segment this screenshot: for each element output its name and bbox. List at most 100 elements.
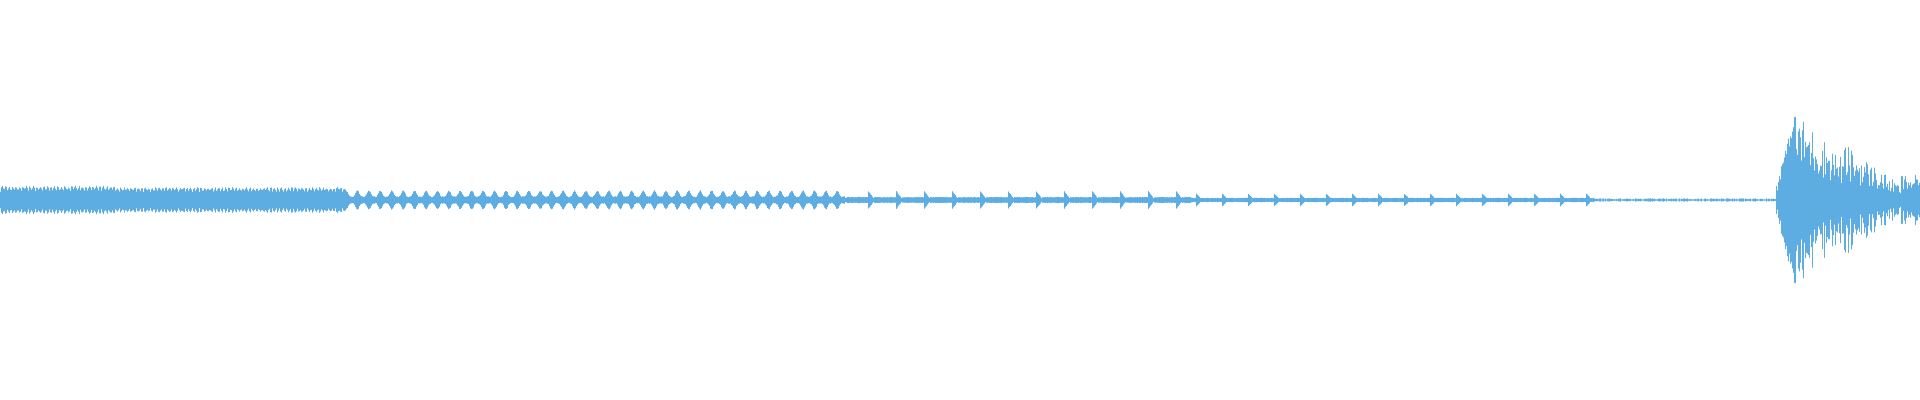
waveform-sample: [746, 191, 747, 209]
waveform-sample: [1462, 198, 1463, 202]
waveform-sample: [666, 191, 667, 209]
waveform-sample: [152, 188, 153, 212]
waveform-sample: [840, 195, 841, 205]
waveform-sample: [897, 192, 898, 208]
waveform-sample: [1517, 197, 1518, 203]
waveform-sample: [201, 188, 202, 212]
waveform-sample: [1037, 192, 1038, 208]
waveform-sample: [301, 188, 302, 212]
waveform-sample: [82, 187, 83, 213]
waveform-sample: [1566, 198, 1567, 202]
waveform-sample: [85, 187, 86, 213]
waveform-sample: [748, 194, 749, 206]
waveform-sample: [1546, 198, 1547, 202]
waveform-sample: [1801, 160, 1802, 240]
waveform-sample: [1210, 198, 1211, 202]
waveform-sample: [1033, 197, 1034, 203]
waveform-sample: [1734, 198, 1735, 202]
waveform-sample: [197, 187, 198, 213]
waveform-sample: [1712, 198, 1713, 202]
waveform-sample: [1803, 121, 1804, 279]
waveform-sample: [606, 194, 607, 206]
waveform-sample: [317, 189, 318, 211]
waveform-sample: [1153, 198, 1154, 202]
waveform-sample: [394, 194, 395, 206]
waveform-sample: [1334, 198, 1335, 202]
waveform-sample: [1173, 197, 1174, 203]
waveform-sample: [239, 188, 240, 212]
waveform-sample: [1776, 186, 1777, 214]
waveform-sample: [564, 192, 565, 208]
waveform-sample: [745, 190, 746, 210]
waveform-sample: [464, 196, 465, 204]
waveform-sample: [1280, 198, 1281, 202]
waveform-sample: [1211, 198, 1212, 202]
waveform-sample: [188, 190, 189, 210]
waveform-sample: [1053, 197, 1054, 203]
waveform-sample: [49, 190, 50, 210]
waveform-sample: [309, 187, 310, 213]
waveform-sample: [1029, 197, 1030, 203]
waveform-sample: [614, 196, 615, 204]
waveform-sample: [1751, 199, 1752, 201]
waveform-sample: [730, 196, 731, 204]
waveform-sample: [991, 197, 992, 203]
waveform-sample: [1822, 150, 1823, 250]
waveform-sample: [1306, 198, 1307, 202]
waveform-sample: [352, 196, 353, 204]
waveform-sample: [1235, 198, 1236, 202]
waveform-sample: [240, 189, 241, 211]
waveform-sample: [295, 187, 296, 213]
waveform-sample: [434, 195, 435, 205]
waveform-sample: [1508, 193, 1509, 207]
waveform-sample: [485, 194, 486, 206]
waveform-sample: [443, 196, 444, 204]
waveform-sample: [1410, 197, 1411, 203]
waveform-sample: [60, 189, 61, 211]
waveform-sample: [344, 188, 345, 212]
waveform-sample: [863, 197, 864, 203]
waveform-sample: [1051, 197, 1052, 203]
waveform-sample: [228, 187, 229, 213]
waveform-sample: [1039, 195, 1040, 205]
waveform-sample: [1119, 197, 1120, 203]
waveform-sample: [220, 191, 221, 209]
waveform-sample: [299, 188, 300, 212]
waveform-sample: [505, 191, 506, 209]
waveform-sample: [1197, 194, 1198, 206]
waveform-sample: [190, 187, 191, 213]
waveform-sample: [1485, 196, 1486, 204]
waveform-sample: [688, 190, 689, 210]
waveform-sample: [702, 194, 703, 206]
waveform-sample: [326, 188, 327, 212]
waveform-sample: [384, 196, 385, 204]
waveform-sample: [776, 195, 777, 205]
waveform-sample: [390, 192, 391, 208]
waveform-sample: [1713, 198, 1714, 202]
waveform-sample: [883, 197, 884, 203]
waveform-sample: [807, 196, 808, 204]
waveform-sample: [95, 187, 96, 213]
waveform-sample: [286, 191, 287, 209]
waveform-sample: [1403, 198, 1404, 202]
waveform-sample: [1402, 198, 1403, 202]
waveform-sample: [1772, 199, 1773, 201]
waveform-sample: [1436, 197, 1437, 203]
waveform-sample: [241, 190, 242, 210]
waveform-sample: [1469, 198, 1470, 202]
waveform-sample: [810, 196, 811, 204]
waveform-sample: [74, 187, 75, 213]
waveform-sample: [764, 196, 765, 204]
waveform-sample: [217, 189, 218, 211]
waveform-sample: [257, 188, 258, 212]
waveform-sample: [347, 191, 348, 209]
waveform-sample: [21, 190, 22, 210]
waveform-sample: [1288, 198, 1289, 202]
waveform-sample: [397, 196, 398, 204]
waveform-sample: [1596, 198, 1597, 202]
waveform-sample: [1807, 146, 1808, 254]
waveform-sample: [1262, 197, 1263, 203]
waveform-sample: [618, 193, 619, 207]
waveform-sample: [160, 189, 161, 211]
waveform-sample: [1685, 198, 1686, 202]
